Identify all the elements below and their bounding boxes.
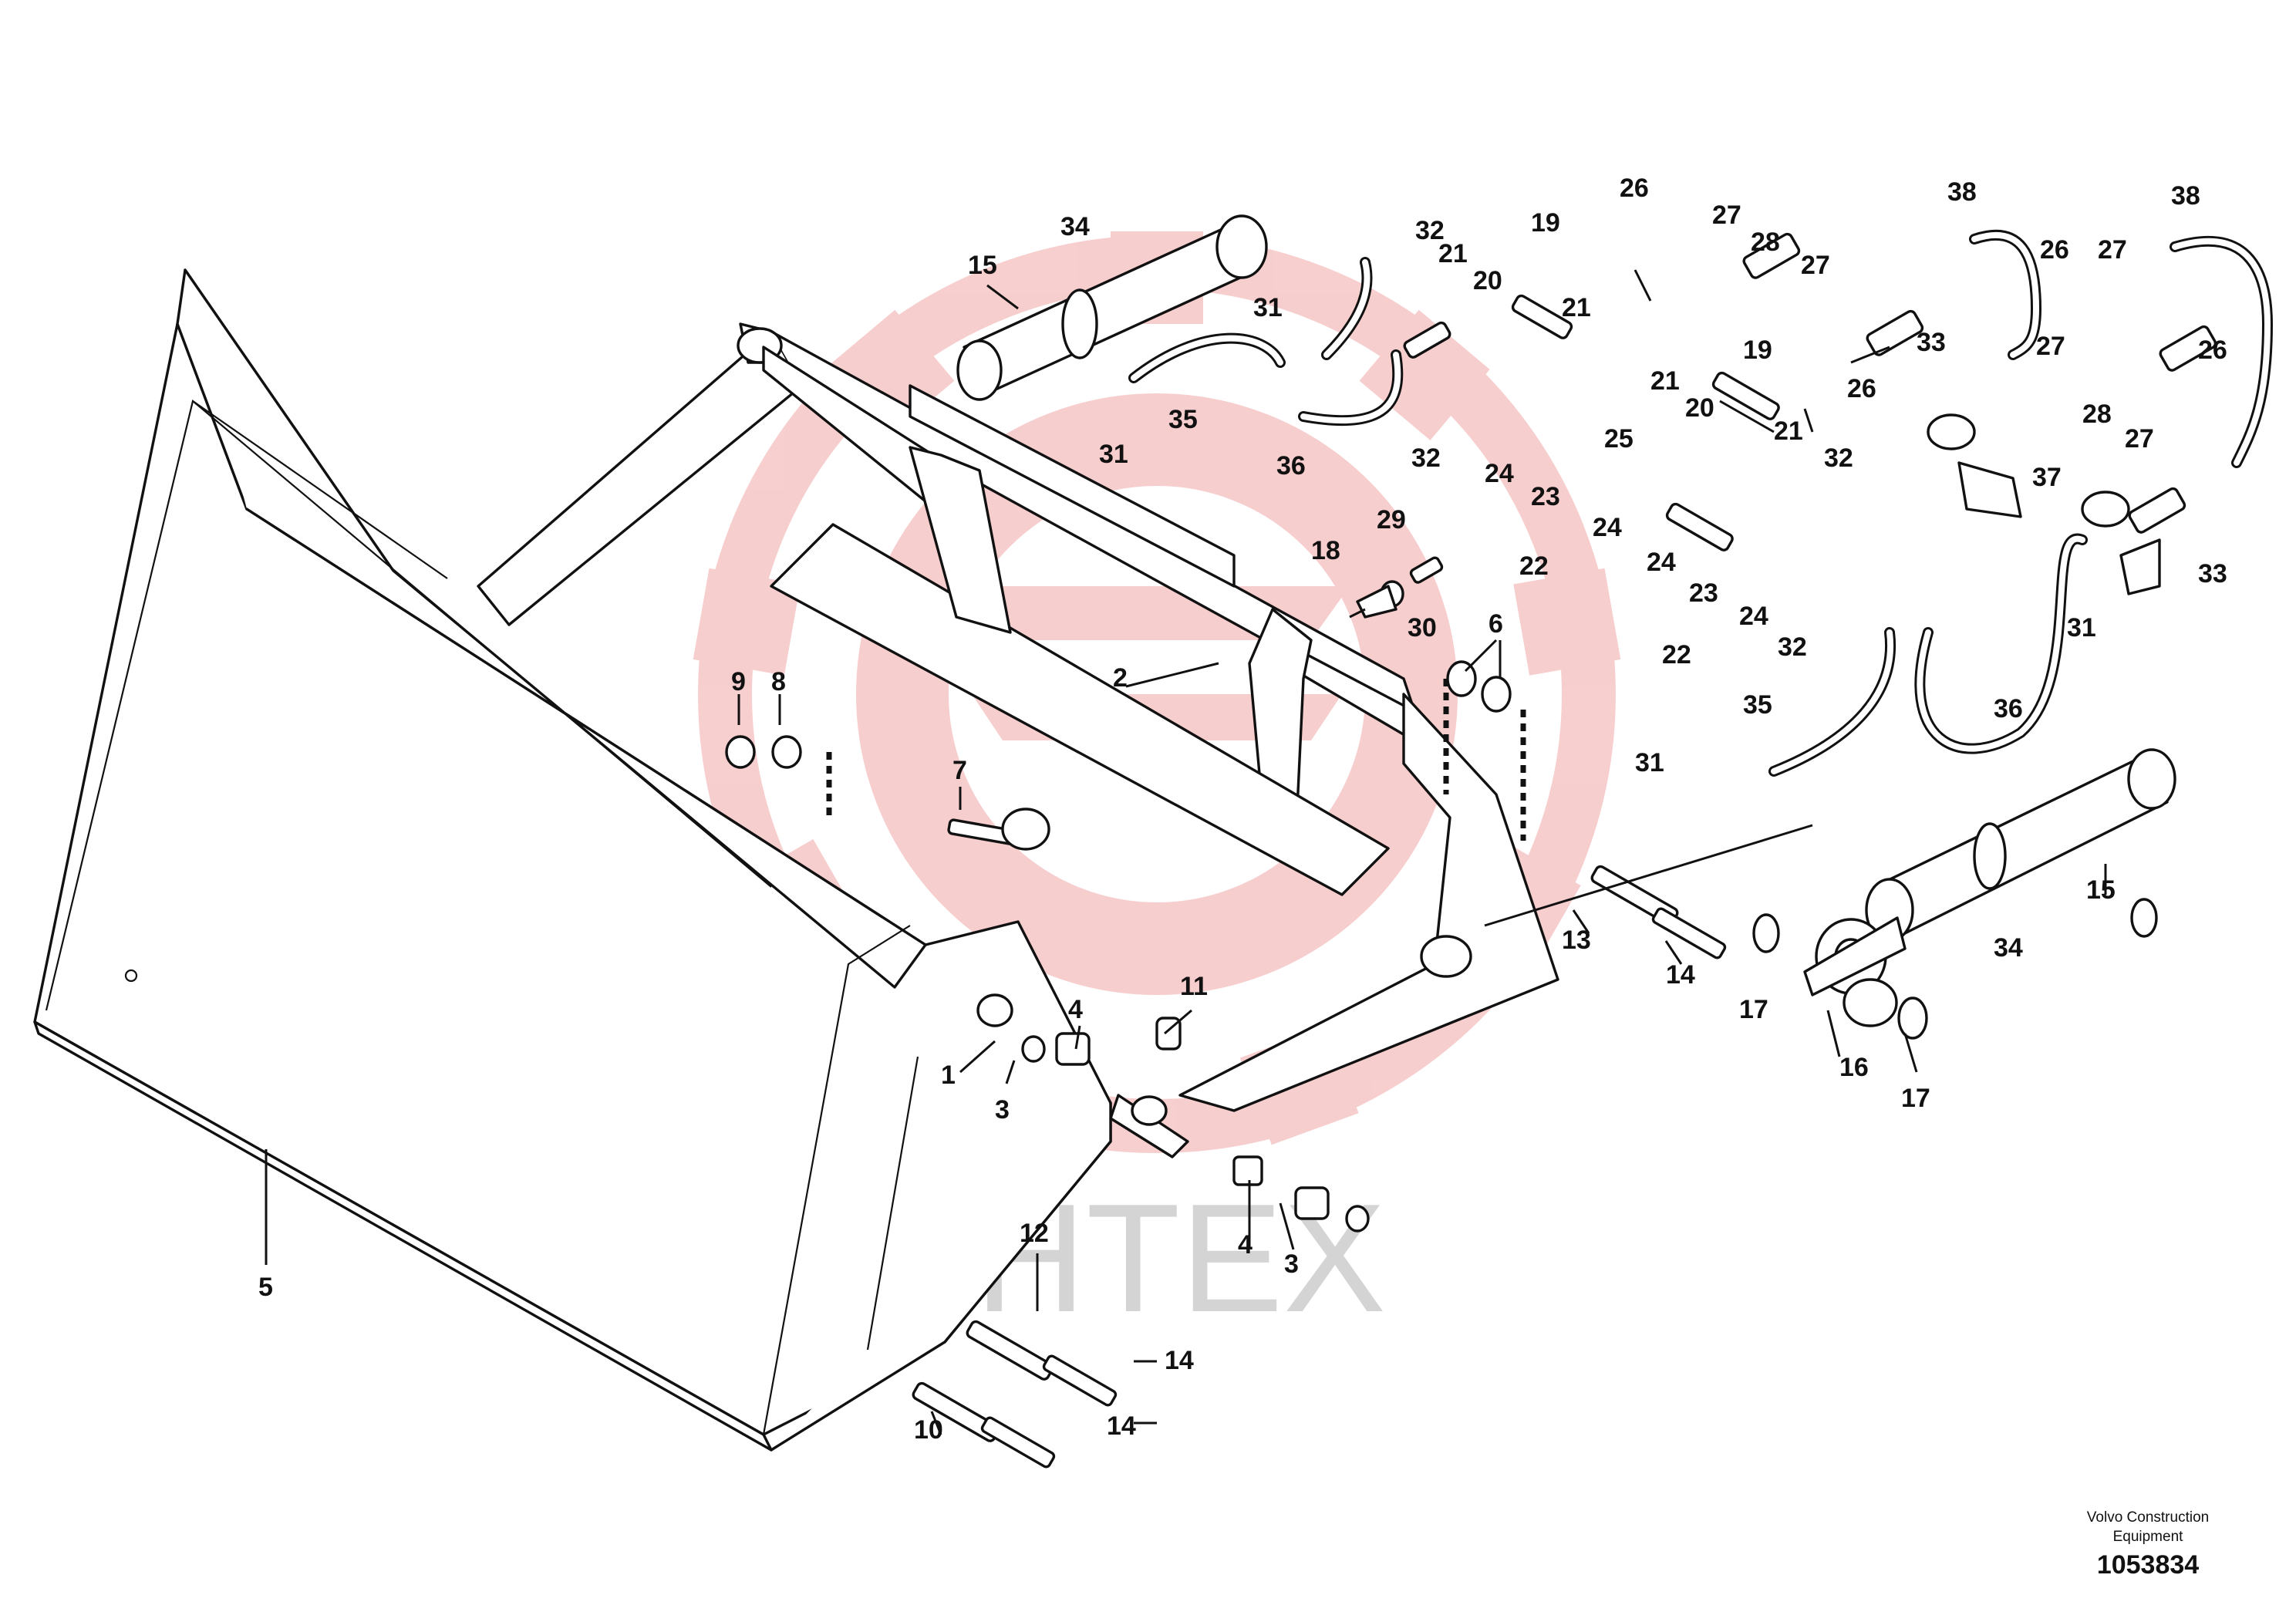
callout-36a: 36 [1276,451,1306,481]
callout-19a: 19 [1531,208,1560,238]
callout-1: 1 [941,1061,956,1090]
callout-35a: 35 [1168,405,1198,434]
callout-23b: 23 [1689,578,1718,608]
callout-24b: 24 [1593,513,1622,542]
callout-31d: 31 [1635,748,1664,777]
document-number: 1053834 [2097,1550,2199,1580]
callout-17b: 17 [1901,1084,1930,1113]
callout-14a: 14 [1666,960,1695,990]
callout-5: 5 [258,1273,273,1302]
callout-28b: 28 [2082,400,2112,429]
callout-21c: 21 [1650,366,1680,396]
callout-23a: 23 [1531,482,1560,511]
callout-26b: 26 [1847,374,1876,403]
callout-32c: 32 [1824,443,1853,473]
callout-13: 13 [1562,926,1591,955]
callout-3: 3 [995,1095,1010,1125]
callout-28a: 28 [1751,228,1780,257]
callout-8: 8 [771,667,786,696]
callout-34b: 34 [1994,933,2023,963]
hydraulic-hoses [1128,230,2274,777]
callout-38a: 38 [1947,177,1977,207]
callout-22a: 22 [1519,551,1549,581]
callout-24c: 24 [1647,548,1676,577]
hydraulic-cylinder-right [1803,748,2176,996]
title-block: Volvo Construction Equipment 1053834 [2087,1509,2209,1580]
callout-29: 29 [1377,505,1406,534]
callout-36b: 36 [1994,694,2023,723]
callout-24d: 24 [1739,602,1768,631]
callout-20b: 20 [1685,393,1714,423]
credit-line-2: Equipment [2113,1529,2184,1545]
callout-14b: 14 [1165,1346,1194,1375]
callout-20a: 20 [1473,266,1502,295]
callout-26c: 26 [2040,235,2069,265]
callout-33a: 33 [1917,328,1946,357]
callout-18: 18 [1311,536,1340,565]
callout-31a: 31 [1253,293,1283,322]
callout-27c: 27 [2098,235,2127,265]
leader-lines [265,269,2107,1435]
callout-4b: 4 [1238,1230,1253,1259]
callout-4: 4 [1068,995,1083,1024]
callout-26d: 26 [2198,336,2227,365]
callout-9: 9 [731,667,746,696]
callout-33b: 33 [2198,559,2227,588]
callout-31c: 31 [2067,613,2096,642]
callout-14c: 14 [1107,1411,1136,1441]
fittings [725,232,2217,1469]
callout-16: 16 [1839,1053,1869,1082]
callout-7: 7 [952,756,967,785]
hydraulic-cylinder-left [956,214,1268,401]
callout-12: 12 [1020,1219,1049,1248]
callout-27b: 27 [1801,251,1830,280]
callout-22b: 22 [1662,640,1691,669]
callout-27e: 27 [2125,424,2154,454]
callout-15b: 15 [2086,875,2116,905]
callout-38b: 38 [2171,181,2200,211]
callout-25: 25 [1604,424,1633,454]
callout-26a: 26 [1620,174,1649,203]
callout-10: 10 [914,1415,943,1445]
quick-coupler-frame [477,322,1559,1158]
callout-15a: 15 [968,251,997,280]
callout-32a: 32 [1415,216,1445,245]
callout-3b: 3 [1284,1249,1299,1279]
callout-27a: 27 [1712,201,1741,230]
callout-34a: 34 [1060,212,1090,241]
callout-24a: 24 [1485,459,1514,488]
callout-31b: 31 [1099,440,1128,469]
callout-35b: 35 [1743,690,1772,720]
callout-6: 6 [1489,609,1503,639]
callout-21b: 21 [1562,293,1591,322]
callout-19b: 19 [1743,336,1772,365]
callout-21d: 21 [1774,416,1803,446]
callout-17a: 17 [1739,995,1768,1024]
callout-21a: 21 [1438,239,1468,268]
callout-32b: 32 [1411,443,1441,473]
callout-30: 30 [1408,613,1437,642]
credit-line-1: Volvo Construction [2087,1509,2209,1526]
alignment-dashes [826,679,1526,841]
callout-32d: 32 [1778,632,1807,662]
bucket [33,268,1112,1452]
callout-11: 11 [1180,972,1208,1001]
callout-27d: 27 [2036,332,2065,361]
callout-2: 2 [1113,663,1128,693]
callout-37: 37 [2032,463,2062,492]
callout-labels: 1 2 3 3 4 4 5 6 7 8 9 10 11 12 13 14 14 … [258,174,2227,1445]
